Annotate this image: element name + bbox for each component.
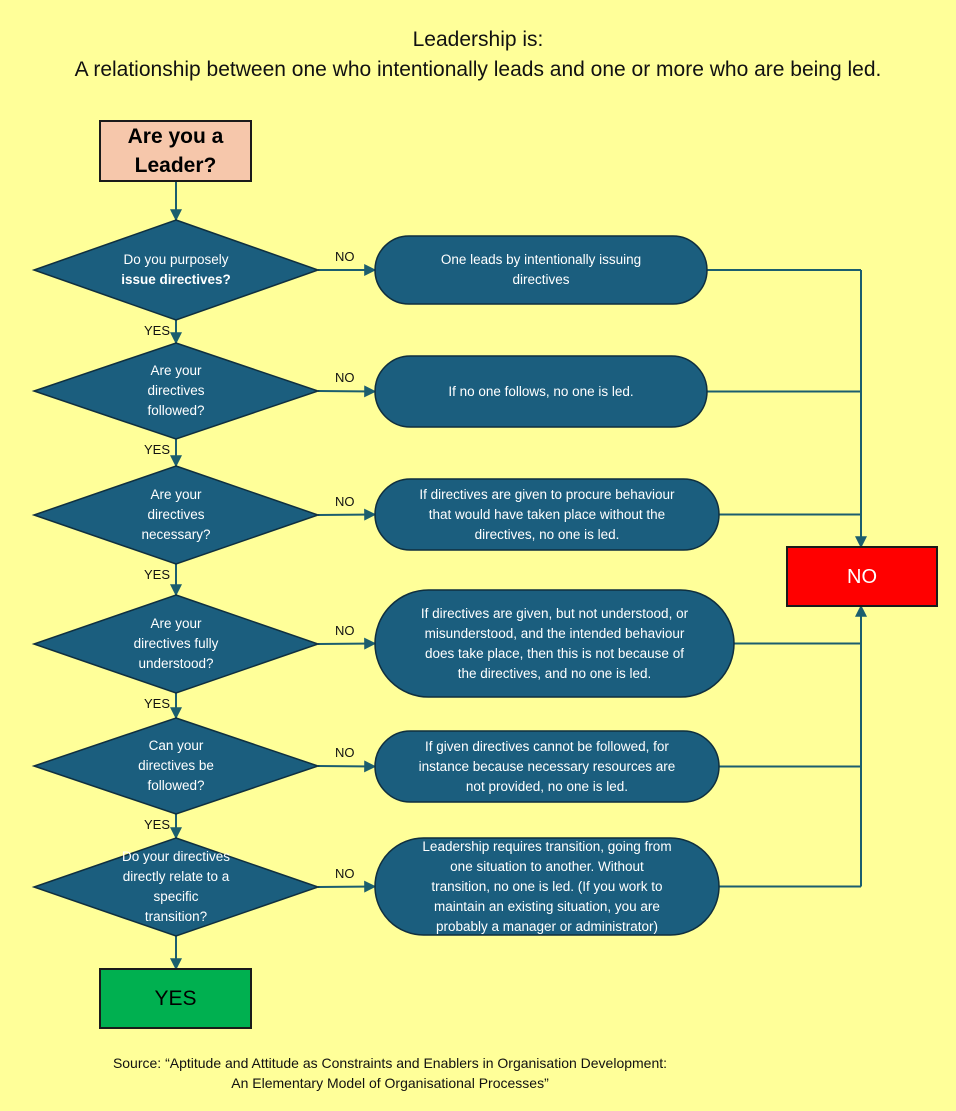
question-bold-text: issue directives? <box>121 272 231 287</box>
decision-diamond-1 <box>31 219 321 321</box>
question-text: Do your directives directly relate to a … <box>121 849 231 924</box>
explanation-node-1 <box>374 235 708 305</box>
arrow-no-6 <box>317 880 377 893</box>
edge-label-yes-4: YES <box>144 696 171 711</box>
edge-label-no-1: NO <box>335 249 355 264</box>
arrow-no-5 <box>317 760 377 773</box>
edge-label-no-6: NO <box>335 866 355 881</box>
edge-label-yes-3: YES <box>144 567 171 582</box>
explanation-text-6: Leadership requires transition, going fr… <box>422 838 672 934</box>
decision-diamond-6 <box>31 837 321 937</box>
edge-label-no-3: NO <box>335 494 355 509</box>
shapes <box>31 120 938 1029</box>
arrow-no-3 <box>317 508 377 521</box>
edge-label-no-4: NO <box>335 623 355 638</box>
outcome-no-label: NO <box>847 565 877 588</box>
decision-diamond-5 <box>31 717 321 815</box>
explanation-node-3 <box>374 478 720 551</box>
title-line-1: Leadership is: <box>412 28 544 51</box>
explanation-node-5 <box>374 730 720 803</box>
start-node <box>99 120 252 182</box>
connectors <box>170 181 867 971</box>
edge-label-yes-1: YES <box>144 323 171 338</box>
edge-label-no-2: NO <box>335 370 355 385</box>
source-citation: Source: “Aptitude and Attitude as Constr… <box>112 1055 668 1091</box>
question-text: Are your directives necessary? <box>141 487 211 542</box>
edge-label-yes-2: YES <box>144 442 171 457</box>
outcome-yes-box <box>99 968 252 1029</box>
question-text-3: Are your directives necessary? <box>81 472 271 558</box>
decision-diamond-4 <box>31 594 321 694</box>
decision-diamond-3 <box>31 465 321 565</box>
question-text-2: Are your directives followed? <box>81 349 271 433</box>
edge-label-no-5: NO <box>335 745 355 760</box>
question-text: Are your directives fully understood? <box>133 616 219 671</box>
explanation-text-4: If directives are given, but not underst… <box>420 605 689 681</box>
question-text-1: Do you purposely issue directives? <box>81 226 271 314</box>
start-node-label: Are you a Leader? <box>127 125 224 177</box>
arrow-no-4 <box>317 637 377 650</box>
outcome-yes-label: YES <box>154 986 197 1010</box>
explanation-text-3: If directives are given to procure behav… <box>419 486 675 542</box>
question-text: Do you purposely <box>123 252 229 267</box>
question-text: Can your directives be followed? <box>138 738 214 793</box>
title-line-2: A relationship between one who intention… <box>74 58 882 81</box>
question-text: Are your directives followed? <box>147 363 205 418</box>
explanation-node-2 <box>374 355 708 428</box>
explanation-text-2: If no one follows, no one is led. <box>448 383 634 399</box>
question-text-5: Can your directives be followed? <box>81 724 271 808</box>
outcome-no-box <box>786 546 938 607</box>
explanation-node-4 <box>374 589 735 698</box>
explanation-text-5: If given directives cannot be followed, … <box>418 738 676 794</box>
explanation-text-1: One leads by intentionally issuing direc… <box>440 252 642 287</box>
question-text-4: Are your directives fully understood? <box>81 601 271 687</box>
decision-diamond-2 <box>31 342 321 440</box>
arrow-no-2 <box>317 385 377 398</box>
edge-label-yes-5: YES <box>144 817 171 832</box>
question-text-6: Do your directives directly relate to a … <box>81 844 271 930</box>
explanation-node-6 <box>374 837 720 936</box>
